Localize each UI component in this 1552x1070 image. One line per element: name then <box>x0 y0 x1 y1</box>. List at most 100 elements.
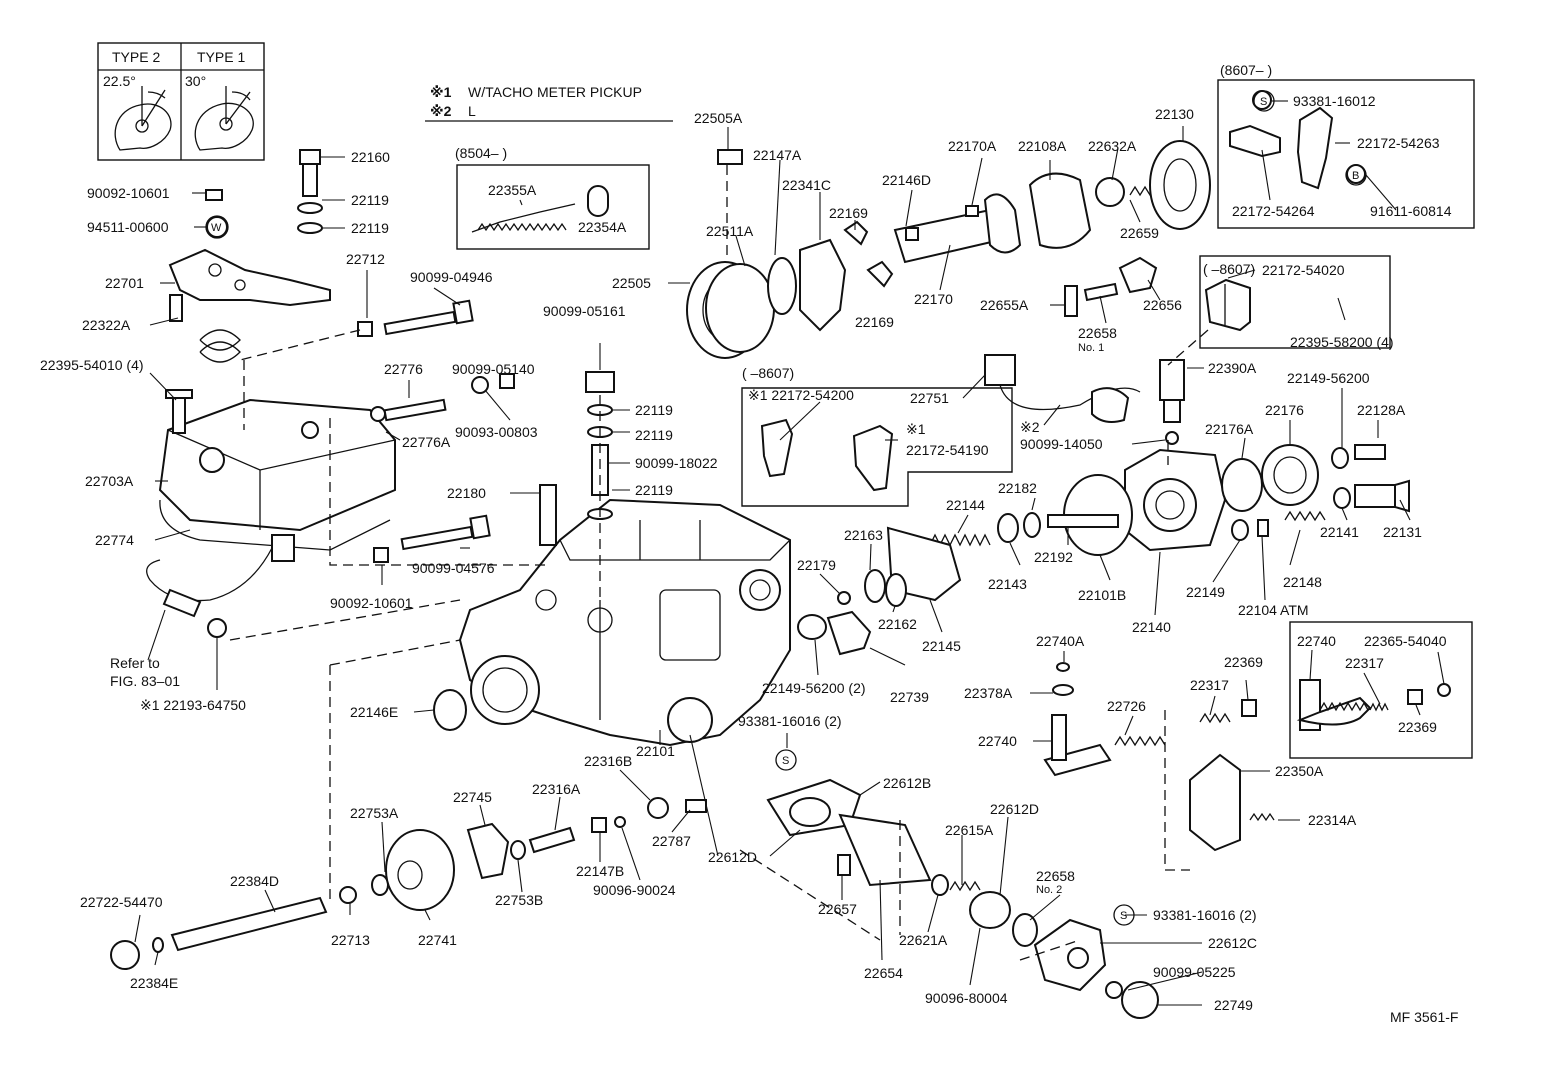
range-8607-c: ( –8607) <box>742 365 794 381</box>
inset-governor-sub <box>1289 621 1473 759</box>
part-label: 22658 <box>1036 868 1075 884</box>
refer-note: Refer to FIG. 83–01 <box>110 655 180 689</box>
drive-assembly <box>686 140 1211 359</box>
range-8607-b: ( –8607) <box>1203 261 1255 277</box>
part-label: 90092-10601 <box>87 185 170 201</box>
part-label: 22179 <box>797 557 836 573</box>
part-label: 22740 <box>978 733 1017 749</box>
part-label: 22378A <box>964 685 1013 701</box>
part-label: 22147A <box>753 147 802 163</box>
inset-8607-left: ( –8607) <box>741 365 1013 507</box>
part-label: 22787 <box>652 833 691 849</box>
part-label: 22753A <box>350 805 399 821</box>
svg-text:S: S <box>1260 96 1267 108</box>
part-label: 22182 <box>998 480 1037 496</box>
part-label: 22162 <box>878 616 917 632</box>
part-label: 22365-54040 <box>1364 633 1447 649</box>
part-label: 90099-05225 <box>1153 964 1236 980</box>
part-label: 22316B <box>584 753 632 769</box>
part-label: No. 1 <box>1078 342 1104 354</box>
s-badge-3: S <box>1113 904 1135 926</box>
part-label: 22395-54010 (4) <box>40 357 144 373</box>
part-label: 90093-00803 <box>455 424 538 440</box>
part-label: 22119 <box>635 482 673 498</box>
part-label: 22612D <box>990 801 1039 817</box>
governor-cover <box>146 398 396 638</box>
part-label: 93381-16012 <box>1293 93 1376 109</box>
part-label: 22615A <box>945 822 994 838</box>
part-label: No. 2 <box>1036 884 1062 896</box>
type-box: TYPE 2 TYPE 1 22.5° 30° <box>97 42 265 161</box>
part-label: 22740 <box>1297 633 1336 649</box>
part-label: 22621A <box>899 932 948 948</box>
part-label: 22776 <box>384 361 423 377</box>
svg-text:S: S <box>1120 910 1127 922</box>
part-label: 22119 <box>635 402 673 418</box>
part-label: 90099-04576 <box>412 560 495 576</box>
part-label: 22658 <box>1078 325 1117 341</box>
part-label: 22745 <box>453 789 492 805</box>
badges: W S B S S <box>205 90 1367 926</box>
part-label: 22180 <box>447 485 486 501</box>
refer-line1: Refer to <box>110 655 160 671</box>
part-label: 94511-00600 <box>87 219 169 235</box>
part-label: 22172-54263 <box>1357 135 1440 151</box>
part-label: 22141 <box>1320 524 1359 540</box>
part-label: 22176 <box>1265 402 1304 418</box>
part-label: 22726 <box>1107 698 1146 714</box>
part-label: 22163 <box>844 527 883 543</box>
type1-lever-sketch <box>194 86 254 151</box>
part-label: 91611-60814 <box>1370 203 1452 219</box>
part-label: 22384D <box>230 873 279 889</box>
part-label: 22774 <box>95 532 134 548</box>
hardware-bolts <box>357 149 743 563</box>
part-label: 22316A <box>532 781 581 797</box>
figure-code: MF 3561-F <box>1390 1009 1458 1025</box>
part-label: 22739 <box>890 689 929 705</box>
part-label: 22369 <box>1398 719 1437 735</box>
part-label: 22341C <box>782 177 831 193</box>
part-label: 22722-54470 <box>80 894 163 910</box>
part-label: 22160 <box>351 149 390 165</box>
part-label: ※2 <box>1020 419 1040 435</box>
part-label: 22140 <box>1132 619 1171 635</box>
svg-text:W: W <box>211 222 222 234</box>
type2-lever-sketch <box>114 86 172 151</box>
part-label: 93381-16016 (2) <box>738 713 842 729</box>
part-label: 22741 <box>418 932 457 948</box>
part-label: 90099-05161 <box>543 303 626 319</box>
part-label: 22355A <box>488 182 537 198</box>
adjusting-lever <box>165 149 331 434</box>
part-label: 22128A <box>1357 402 1406 418</box>
type1-angle: 30° <box>185 73 206 89</box>
refer-line2: FIG. 83–01 <box>110 673 180 689</box>
part-label: 22146E <box>350 704 398 720</box>
part-label: 22656 <box>1143 297 1182 313</box>
note1-mark: ※1 <box>430 84 452 100</box>
part-label: 22176A <box>1205 421 1254 437</box>
part-label: 22149 <box>1186 584 1225 600</box>
assembly-lines <box>229 165 1209 961</box>
part-label: 22317 <box>1345 655 1384 671</box>
part-label: 22632A <box>1088 138 1137 154</box>
inset-8607-upper: (8607– ) <box>1217 62 1475 229</box>
part-label: 22369 <box>1224 654 1263 670</box>
part-label: 22149-56200 (2) <box>762 680 866 696</box>
part-label: 22701 <box>105 275 144 291</box>
part-label: 22350A <box>1275 763 1324 779</box>
part-label: 22314A <box>1308 812 1357 828</box>
s-badge-2: S <box>775 749 797 771</box>
part-label: 22101B <box>1078 587 1126 603</box>
note2-mark: ※2 <box>430 103 452 119</box>
part-label: 22146D <box>882 172 931 188</box>
part-label: 22713 <box>331 932 370 948</box>
part-label: 22703A <box>85 473 134 489</box>
s-badge-1: S <box>1253 90 1275 112</box>
part-label: 90099-14050 <box>1020 436 1103 452</box>
part-label: 22149-56200 <box>1287 370 1370 386</box>
part-label: 22104 ATM <box>1238 602 1309 618</box>
part-label: 22170 <box>914 291 953 307</box>
part-label: 90099-18022 <box>635 455 718 471</box>
svg-text:B: B <box>1352 170 1359 182</box>
